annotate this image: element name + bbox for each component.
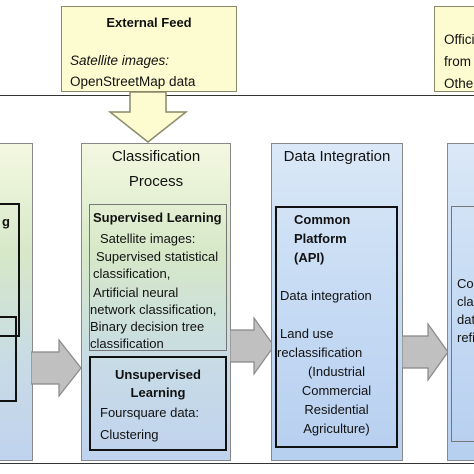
right-column-inner: Co cla dat refi [451,206,474,442]
unsupervised-learning-box: Unsupervised Learning Foursquare data: C… [89,356,227,451]
supervised-learning-box: Supervised Learning Satellite images: Su… [89,204,227,351]
official-box: Offici from Othe [434,6,474,92]
unsupervised-line-1: Foursquare data: [100,405,200,420]
left-column-fragment: g [2,214,10,229]
platform-line-3: reclassification [277,345,363,360]
classification-title-2: Process [128,173,184,190]
official-line-2: from [444,54,471,69]
external-feed-box: External Feed Satellite images: OpenStre… [61,6,237,92]
official-line-3: Othe [444,76,474,91]
flow-arrow-2 [230,316,275,376]
unsupervised-line-2: Clustering [100,427,159,442]
data-integration-panel: Data Integration [271,143,403,461]
supervised-line-2: Supervised statistical [96,249,219,264]
right-line-4: refi [457,330,474,345]
official-line-1: Offici [444,32,474,47]
feed-down-arrow [108,92,188,143]
classification-panel: Classification Process [81,143,231,461]
left-column-panel [0,143,33,461]
flow-arrow-1 [31,338,82,398]
supervised-line-5: network classification, [90,302,217,317]
supervised-line-6: Binary decision tree [90,319,205,334]
platform-line-2: Land use [280,326,334,341]
platform-category-2: Commercial [301,383,372,398]
common-platform-box: Common Platform (API) Data integration L… [275,206,398,448]
bottom-rule [0,463,474,464]
classification-title-1: Classification [111,148,201,165]
supervised-line-3: classification, [93,266,171,281]
unsupervised-title-2: Learning [130,385,186,400]
top-connector-line [0,95,474,96]
flow-arrow-3 [402,322,449,382]
platform-title-3: (API) [294,250,325,265]
platform-category-1: (Industrial [307,364,366,379]
external-feed-title: External Feed [106,15,192,30]
platform-line-1: Data integration [280,288,372,303]
supervised-line-7: classification [90,336,164,351]
supervised-line-4: Artificial neural [93,285,179,300]
left-column-inner-bottom [0,316,17,402]
supervised-line-1: Satellite images: [100,231,196,246]
unsupervised-title-1: Unsupervised [115,367,201,382]
external-feed-line-1: Satellite images: [70,53,170,68]
right-line-1: Co [457,276,474,291]
platform-category-4: Agriculture) [303,421,370,436]
platform-title-2: Platform [294,231,347,246]
supervised-title: Supervised Learning [93,210,222,225]
data-integration-title: Data Integration [283,148,391,165]
right-line-3: dat [457,312,474,327]
external-feed-line-2: OpenStreetMap data [70,74,196,89]
platform-category-3: Residential [304,402,369,417]
platform-title-1: Common [294,212,351,227]
left-column-inner-top: g [0,203,20,337]
right-line-2: cla [457,294,474,309]
